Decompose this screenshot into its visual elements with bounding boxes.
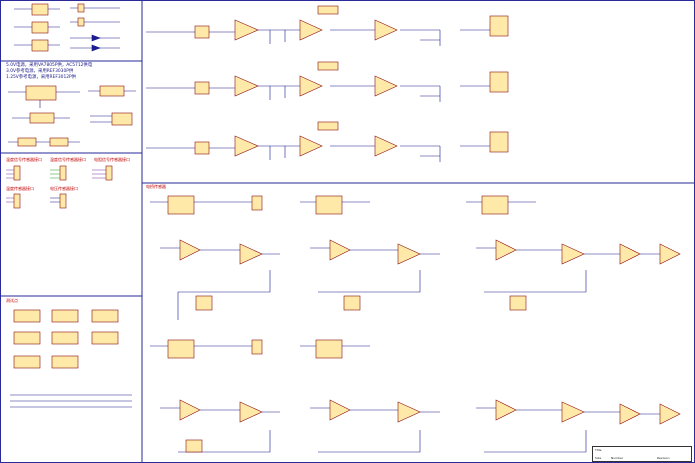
title-block-title: Title — [595, 448, 602, 452]
title-block-revision: Revision — [657, 456, 670, 460]
title-block-number: Number — [611, 456, 624, 460]
test-point-section-label: 测试点 — [6, 298, 18, 303]
power-note-2: 3.0V参考电源，采用REF3030P供 — [6, 69, 74, 74]
power-note-3: 1.25V参考电源，采用REF3012P供 — [6, 75, 77, 80]
bridge-col-3 — [466, 195, 681, 453]
amp-row-3 — [146, 121, 509, 162]
title-block-size: Size — [595, 456, 602, 460]
connector-label-2: 温度信号传感器接口 — [50, 157, 86, 162]
connector-label-4: 温度传感器接口 — [6, 186, 34, 191]
regulator-block — [8, 85, 136, 147]
title-block: Title Size Number Revision — [592, 446, 692, 462]
amp-row-2 — [146, 61, 509, 102]
connector-label-5: 电压传感器接口 — [50, 186, 78, 191]
bridge-section-label: 电桥传感器 — [146, 184, 166, 189]
connector-block — [6, 165, 113, 209]
bridge-col-1 — [150, 195, 280, 453]
connector-label-3: 电阻信号传感器接口 — [94, 157, 130, 162]
test-point-block — [10, 309, 132, 408]
amp-row-1 — [146, 5, 509, 46]
power-supply-block — [14, 3, 120, 52]
power-note-1: 5.0V电源，采用VA7805P供，AC5712供电 — [6, 63, 93, 68]
connector-label-1: 温度信号传感器接口 — [6, 157, 42, 162]
bridge-col-2 — [300, 195, 440, 453]
